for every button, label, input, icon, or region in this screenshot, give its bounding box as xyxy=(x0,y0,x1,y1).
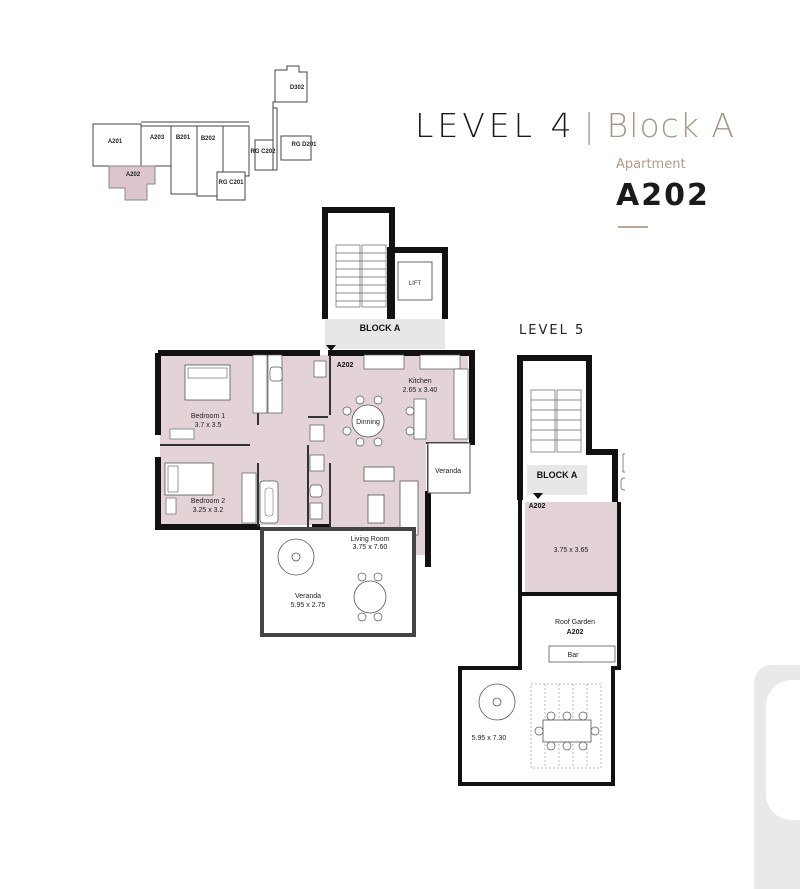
key-label-a203: A203 xyxy=(150,135,165,141)
key-unit-a202-highlight xyxy=(108,165,156,201)
wardrobe2 xyxy=(241,472,257,524)
dining-chairs xyxy=(342,395,415,447)
veranda-large-dims: 5.95 x 2.75 xyxy=(291,602,326,609)
veranda-small xyxy=(427,442,471,494)
bathtub xyxy=(259,480,279,524)
key-label-b202: B202 xyxy=(201,136,216,142)
bedroom2-dims: 3.25 x 3.2 xyxy=(193,507,224,514)
block-a-label: BLOCK A xyxy=(360,323,401,333)
level-title: LEVEL 4|Block A xyxy=(415,106,735,145)
entrance-arrow xyxy=(326,345,336,351)
entrance-tag: A202 xyxy=(337,362,354,369)
key-label-d302: D302 xyxy=(290,85,305,91)
block-label: Block A xyxy=(606,106,735,145)
lift-label: LIFT xyxy=(409,281,422,287)
apartment-label: Apartment xyxy=(616,157,686,172)
kitchen-label: Kitchen xyxy=(408,378,431,385)
veranda-small-label: Veranda xyxy=(435,468,461,475)
apartment-code: A202 xyxy=(616,178,710,213)
veranda-table xyxy=(353,580,387,614)
lift-shaft-walls xyxy=(387,247,448,319)
bed1 xyxy=(184,364,231,401)
key-label-rg-c202: RG C202 xyxy=(250,149,276,155)
lift-car xyxy=(397,261,433,301)
bar-counter xyxy=(548,645,616,663)
l5-room-walls xyxy=(518,500,621,596)
l5-entrance-tag: A202 xyxy=(529,503,546,510)
key-label-rg-c201: RG C201 xyxy=(218,180,244,186)
spiral-stair xyxy=(277,538,315,576)
l5-core-corridor xyxy=(527,465,587,495)
kitchen-dims: 2.65 x 3.40 xyxy=(403,387,438,394)
edge-decoration-inner xyxy=(766,680,800,820)
kitchen-island xyxy=(413,398,427,440)
level5-plan: BLOCK A A202 3.75 x 3.65 Roof Garden A20… xyxy=(458,355,625,786)
roof-garden-code: A202 xyxy=(567,629,584,636)
level5-title: LEVEL 5 xyxy=(519,323,586,338)
l5-spiral-stair xyxy=(478,683,516,721)
bar-label: Bar xyxy=(568,652,580,659)
living-dims: 3.75 x 7.60 xyxy=(353,544,388,551)
l5-room-dims: 3.75 x 3.65 xyxy=(554,547,589,554)
key-unit-d302-outline xyxy=(264,65,308,171)
coffee-table xyxy=(367,494,385,524)
key-label-a201: A201 xyxy=(108,139,123,145)
bedroom2-label: Bedroom 2 xyxy=(191,498,225,505)
l5-stairs xyxy=(530,389,582,453)
bedroom1-dims: 3.7 x 3.5 xyxy=(195,422,222,429)
l5-room-fill xyxy=(525,502,617,594)
title-separator: | xyxy=(583,106,599,145)
dining-table xyxy=(351,404,385,438)
sofa xyxy=(399,480,419,536)
bed2 xyxy=(164,462,214,496)
key-label-b201: B201 xyxy=(176,135,191,141)
dining-label: Dinning xyxy=(356,419,380,426)
core-corridor xyxy=(325,319,445,349)
accent-rule xyxy=(618,226,648,228)
l5-entrance-arrow xyxy=(533,493,543,499)
bedroom1-label: Bedroom 1 xyxy=(191,413,225,420)
wardrobe1 xyxy=(252,354,268,414)
kitchen-counter xyxy=(363,354,405,370)
key-unit-a201-outline xyxy=(92,123,142,167)
l5-block-a-label: BLOCK A xyxy=(537,470,578,480)
l5-stair-walls xyxy=(517,355,618,502)
key-plan: D302 A201 A203 B201 B202 A202 RG C202 RG… xyxy=(92,65,317,201)
l5-dining-table xyxy=(542,719,592,743)
key-label-a202: A202 xyxy=(126,172,141,178)
living-label: Living Room xyxy=(351,536,390,543)
stair-core-walls xyxy=(322,207,395,319)
stairs xyxy=(335,244,387,308)
roof-garden-label: Roof Garden xyxy=(555,619,595,626)
level4-plan: BLOCK A LIFT A202 xyxy=(155,207,475,637)
terrace-dims: 5.95 x 7.30 xyxy=(472,735,507,742)
roof-garden-walls xyxy=(458,594,621,786)
level-label: LEVEL 4 xyxy=(415,106,576,145)
key-label-rg-d201: RG D201 xyxy=(291,142,317,148)
veranda-large-label: Veranda xyxy=(295,593,321,600)
